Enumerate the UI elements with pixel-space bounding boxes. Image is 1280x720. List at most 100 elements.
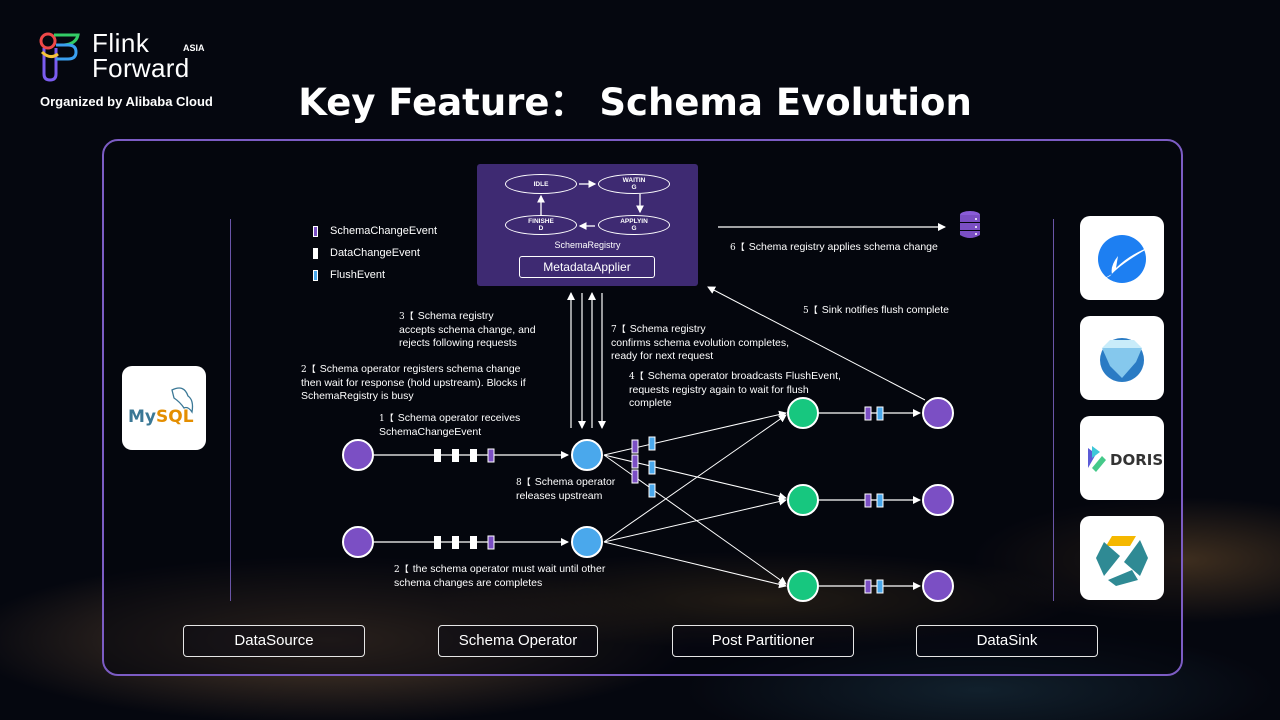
sink-divider — [1053, 219, 1054, 601]
event-queue-2 — [434, 535, 495, 550]
paimon-logo — [1100, 338, 1144, 382]
data-change-swatch — [313, 247, 318, 259]
state-machine-arrows — [537, 180, 644, 230]
op1-part3-edge — [603, 454, 787, 585]
schema-operator-node-2 — [571, 526, 603, 558]
source-divider — [230, 219, 231, 601]
step-number: 7【 — [611, 325, 626, 335]
logo-text-forward: Forward — [92, 53, 190, 83]
data-change-event — [452, 449, 459, 462]
step-number: 1【 — [379, 414, 394, 424]
logo-organizer: Organized by Alibaba Cloud — [40, 94, 213, 109]
schema-change-event — [631, 439, 639, 454]
state-applying: APPLYIN G — [598, 215, 670, 235]
sink-node-2 — [922, 484, 954, 516]
event-queue-1 — [434, 448, 495, 463]
step-number: 4【 — [629, 372, 644, 382]
note-line: Schema registry — [417, 310, 494, 322]
doris-logo-card: DORIS — [1080, 416, 1164, 500]
schema-registry: IDLE WAITIN G APPLYIN G FINISHE D Schema… — [477, 164, 698, 286]
note-step-5: 5【Sink notifies flush complete — [803, 304, 949, 318]
sink-notify-arrow — [707, 286, 926, 401]
note-line: SchemaChangeEvent — [379, 426, 482, 438]
doris-wordmark: DORIS — [1110, 451, 1163, 469]
op1-part2-edge — [603, 454, 787, 501]
note-line: confirms schema evolution completes, — [611, 337, 789, 349]
state-finished-label: FINISHE D — [528, 218, 554, 232]
step-number: 2【 — [394, 565, 409, 575]
metadata-applier-button[interactable]: MetadataApplier — [519, 256, 655, 278]
op2-part2-edge — [603, 497, 787, 543]
state-waiting: WAITIN G — [598, 174, 670, 194]
state-idle: IDLE — [505, 174, 577, 194]
schema-change-event — [631, 454, 639, 469]
data-change-event — [452, 536, 459, 549]
note-line: then wait for response (hold upstream). … — [301, 377, 526, 389]
flush-event — [876, 493, 884, 508]
flink-forward-logo: Flink ASIA Forward Organized by Alibaba … — [38, 30, 218, 110]
flush-event — [648, 436, 656, 451]
schema-change-event — [864, 579, 872, 594]
stage-schema-operator[interactable]: Schema Operator — [438, 625, 598, 657]
schema-change-swatch — [313, 225, 318, 237]
schema-change-event — [864, 406, 872, 421]
note-step-1: 1【Schema operator receives SchemaChangeE… — [379, 412, 520, 439]
broadcast-events — [631, 436, 656, 498]
legend-item-flush: FlushEvent — [313, 264, 437, 286]
note-line: SchemaRegistry is busy — [301, 390, 414, 402]
note-line: the schema operator must wait until othe… — [412, 563, 606, 575]
partitioner-node-1 — [787, 397, 819, 429]
partitioner-node-2 — [787, 484, 819, 516]
schema-change-event — [487, 535, 495, 550]
note-line: Schema operator broadcasts FlushEvent, — [647, 370, 841, 382]
note-step-8: 8【Schema operator releases upstream — [516, 476, 615, 503]
note-step-3: 3【Schema registry accepts schema change,… — [399, 310, 536, 350]
legend-label: FlushEvent — [330, 269, 386, 281]
state-idle-label: IDLE — [533, 180, 549, 188]
op2-part1-edge — [603, 414, 787, 543]
state-finished: FINISHE D — [505, 215, 577, 235]
database-icon — [960, 211, 980, 238]
data-change-event — [470, 536, 477, 549]
legend-label: DataChangeEvent — [330, 247, 420, 259]
note-step-2: 2【Schema operator registers schema chang… — [301, 363, 526, 403]
sink-node-1 — [922, 397, 954, 429]
note-line: Schema operator — [534, 476, 616, 488]
state-waiting-label: WAITIN G — [622, 177, 646, 191]
svg-text:My: My — [128, 407, 156, 427]
note-line: complete — [629, 397, 672, 409]
partitioner-node-3 — [787, 570, 819, 602]
doris-logo: DORIS — [1088, 446, 1163, 472]
note-line: releases upstream — [516, 490, 603, 502]
note-step-4: 4【Schema operator broadcasts FlushEvent,… — [629, 370, 841, 410]
event-legend: SchemaChangeEvent DataChangeEvent FlushE… — [313, 220, 437, 286]
step-number: 2【 — [301, 365, 316, 375]
svg-text:SQL: SQL — [156, 407, 194, 427]
step-number: 6【 — [730, 243, 745, 253]
stage-datasink[interactable]: DataSink — [916, 625, 1098, 657]
note-line: Schema operator receives — [397, 412, 521, 424]
slide-title: Key Feature： Schema Evolution — [298, 81, 972, 124]
paimon-logo-card — [1080, 316, 1164, 400]
flush-event — [876, 579, 884, 594]
op2-part3-edge — [603, 541, 787, 589]
schema-change-event — [631, 469, 639, 484]
note-line: Sink notifies flush complete — [821, 304, 949, 316]
note-line: Schema registry — [629, 323, 706, 335]
schema-registry-label: SchemaRegistry — [554, 240, 621, 250]
starrocks-logo — [1098, 235, 1152, 283]
stage-datasource[interactable]: DataSource — [183, 625, 365, 657]
flush-swatch — [313, 269, 318, 281]
note-step-6: 6【Schema registry applies schema change — [730, 241, 938, 255]
starrocks-logo-card — [1080, 216, 1164, 300]
flush-event — [648, 483, 656, 498]
mysql-logo: My SQL — [128, 387, 194, 427]
note-line: ready for next request — [611, 350, 714, 362]
note-line: Schema operator registers schema change — [319, 363, 521, 375]
flush-event — [648, 460, 656, 475]
note-line: schema changes are completes — [394, 577, 543, 589]
logo-text-flink: Flink — [92, 28, 150, 58]
legend-item-schema-change: SchemaChangeEvent — [313, 220, 437, 242]
stage-post-partitioner[interactable]: Post Partitioner — [672, 625, 854, 657]
